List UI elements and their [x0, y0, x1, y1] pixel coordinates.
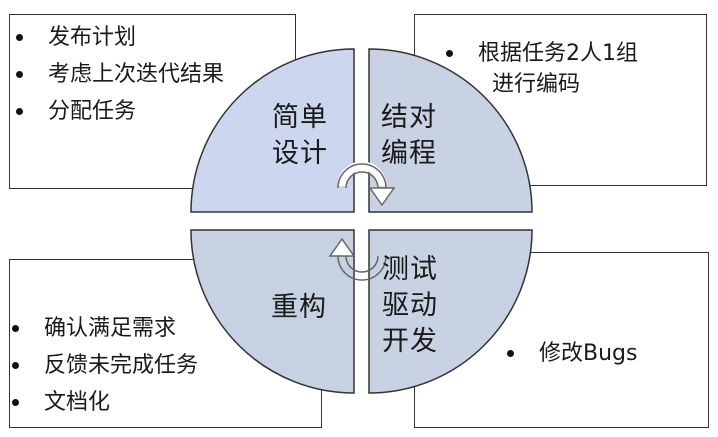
list-item: 考虑上次迭代结果 — [16, 56, 224, 93]
cycle-arrows-icon — [328, 161, 396, 281]
bullet-icon — [16, 34, 23, 41]
list-refactoring: 确认满足需求 反馈未完成任务 文档化 — [12, 310, 198, 421]
quadrant-refactoring — [190, 229, 355, 394]
bullet-icon — [16, 71, 23, 78]
list-item: 发布计划 — [16, 19, 224, 56]
quadrant-label-simple-design: 简单 设计 — [272, 102, 328, 169]
bullet-icon — [12, 399, 19, 406]
bullet-icon — [16, 108, 23, 115]
quadrant-label-test-driven: 测试 驱动 开发 — [382, 254, 438, 357]
list-item: 文档化 — [12, 384, 198, 421]
list-item: 根据任务2人1组 — [446, 37, 638, 70]
list-item-continuation: 进行编码 — [492, 72, 581, 97]
bullet-icon — [507, 350, 514, 357]
quadrant-label-refactoring: 重构 — [271, 292, 327, 323]
bullet-icon — [446, 50, 453, 57]
list-item: 分配任务 — [16, 93, 224, 130]
bullet-icon — [12, 362, 19, 369]
quadrant-pair-programming — [368, 48, 533, 213]
bullet-icon — [12, 325, 19, 332]
quadrant-simple-design — [190, 48, 355, 213]
quadrant-test-driven — [368, 229, 533, 394]
quadrant-label-pair-programming: 结对 编程 — [381, 102, 437, 169]
list-item: 反馈未完成任务 — [12, 347, 198, 384]
list-item: 确认满足需求 — [12, 310, 198, 347]
list-test-driven: 修改Bugs — [507, 335, 637, 372]
list-pair-programming: 根据任务2人1组 进行编码 — [446, 37, 638, 101]
list-release-planning: 发布计划 考虑上次迭代结果 分配任务 — [16, 19, 224, 130]
list-item: 修改Bugs — [507, 335, 637, 372]
